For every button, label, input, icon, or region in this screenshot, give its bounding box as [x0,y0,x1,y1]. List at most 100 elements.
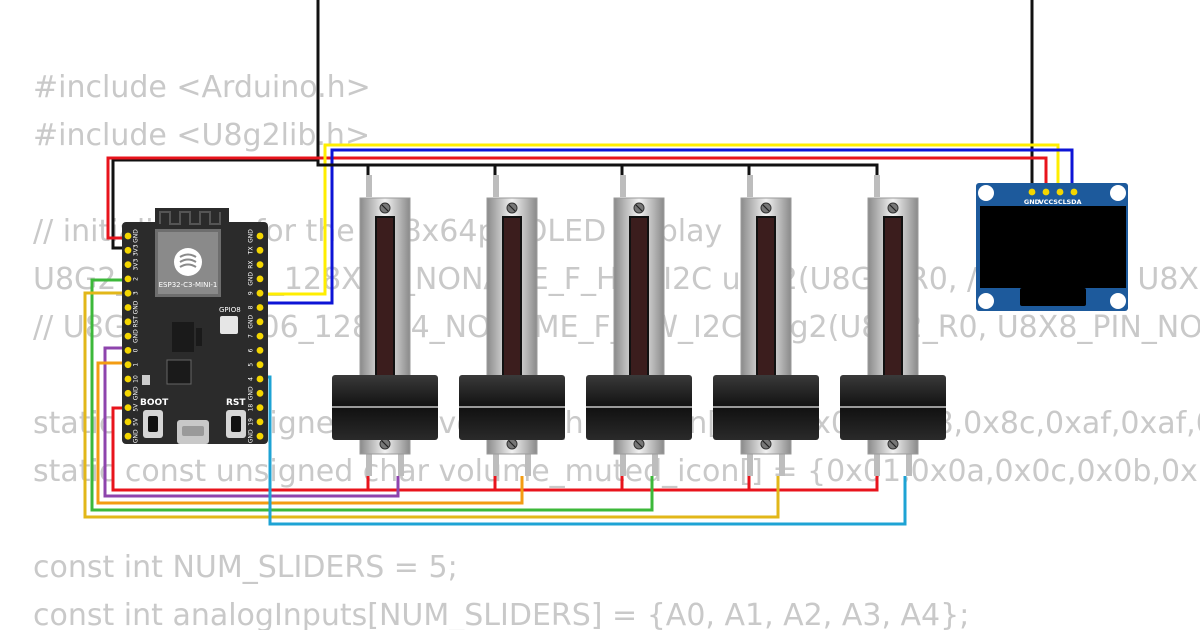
slide-potentiometer-3[interactable] [586,175,692,476]
pin-label: RST [133,316,140,328]
board-pin[interactable] [124,432,132,440]
board-pin[interactable] [124,304,132,311]
board-pin[interactable] [256,347,264,354]
board-pin[interactable] [256,432,264,440]
oled-pin-label: GND [1024,198,1041,206]
wire-yellow-scl[interactable] [260,143,1060,296]
board-pin[interactable] [124,318,132,326]
board-pin[interactable] [256,289,264,297]
slider-pin [493,175,499,197]
oled-pin[interactable] [1070,188,1078,196]
slider-pin [747,454,753,476]
oled-ribbon [1020,288,1086,306]
board-pin[interactable] [256,232,264,240]
pin-label: 18 [248,404,255,412]
board-pin[interactable] [124,289,132,297]
board-pin[interactable] [256,404,264,411]
pin-label: 2 [133,277,140,281]
board-pin[interactable] [124,275,132,283]
oled-pin[interactable] [1056,188,1064,196]
wire-blue-sda[interactable] [260,148,1074,305]
slider-pin [620,175,626,197]
board-pin[interactable] [256,304,264,311]
wire-red-power[interactable] [106,156,1048,240]
pin-label: 6 [248,348,255,352]
board-pin[interactable] [124,361,132,369]
pin-label: 3V3 [133,259,140,271]
pin-label: 7 [248,334,255,338]
oled-pin-label: VCC [1039,198,1054,206]
board-pin[interactable] [256,261,264,268]
module-label: ESP32-C3-MINI-1 [159,281,218,289]
wire-black-top-left[interactable] [111,0,320,250]
wire-orange-slider-2[interactable] [96,361,524,505]
pin-label: 3 [133,291,140,295]
board-pin[interactable] [124,246,132,254]
pin-label: TX [248,246,255,255]
wire-gold-slider-4[interactable] [83,291,780,519]
slider-pin [620,454,626,476]
board-pin[interactable] [256,246,264,254]
pin-label: GND [248,315,255,329]
esp32-c3-board[interactable]: ESP32-C3-MINI-1 GPIO8 BOOT RST GND3V33V3… [122,208,268,444]
slider-pin [493,454,499,476]
usb-controller-chip [166,359,192,385]
board-pin[interactable] [124,389,132,397]
board-pin[interactable] [256,275,264,283]
rgb-led [220,316,238,334]
slider-pin [652,454,658,476]
wire-black-gnd-rail[interactable] [316,160,879,175]
pin-label: GND [248,429,255,443]
board-pin[interactable] [124,404,132,411]
slider-pin [906,454,912,476]
slider-pin [366,175,372,197]
espressif-logo-icon [174,248,202,276]
board-pin[interactable] [256,375,264,383]
pin-label: 10 [133,375,140,383]
board-pin[interactable] [256,389,264,397]
slide-potentiometer-2[interactable] [459,175,565,476]
slide-potentiometer-1[interactable] [332,175,438,476]
board-pin[interactable] [124,347,132,354]
slide-potentiometer-5[interactable] [840,175,946,476]
pin-label: GND [248,386,255,400]
mount-hole [978,185,994,201]
board-pin[interactable] [124,375,132,383]
slide-potentiometer-4[interactable] [713,175,819,476]
pin-label: GND [133,429,140,443]
board-pin[interactable] [124,418,132,426]
slider-pin [874,175,880,197]
board-pin[interactable] [256,361,264,369]
oled-pin[interactable] [1042,188,1050,196]
oled-pin-label: SDA [1066,198,1081,206]
wire-green-slider-3[interactable] [90,278,654,512]
board-pin[interactable] [124,232,132,240]
board-pin[interactable] [256,332,264,340]
pin-label: RX [248,260,255,268]
status-led [142,375,150,385]
pin-label: 0 [133,348,140,352]
antenna-trace [159,211,221,225]
pin-label: 8 [248,305,255,309]
board-pin[interactable] [124,332,132,340]
slider-pin [398,454,404,476]
pin-label: 4 [248,377,255,381]
slider-pin [525,454,531,476]
pin-label: 5V [133,417,140,426]
board-pin[interactable] [256,318,264,326]
slider-pin [779,454,785,476]
mount-hole [978,293,994,309]
wire-red-vcc-rail[interactable] [111,406,879,492]
board-pin[interactable] [256,418,264,426]
oled-pin[interactable] [1028,188,1036,196]
board-pin[interactable] [124,261,132,268]
pin-label: GND [133,229,140,243]
rst-label: RST [226,398,246,408]
slider-pin [747,175,753,197]
slider-pin [366,454,372,476]
wire-purple-slider-1[interactable] [103,346,400,498]
